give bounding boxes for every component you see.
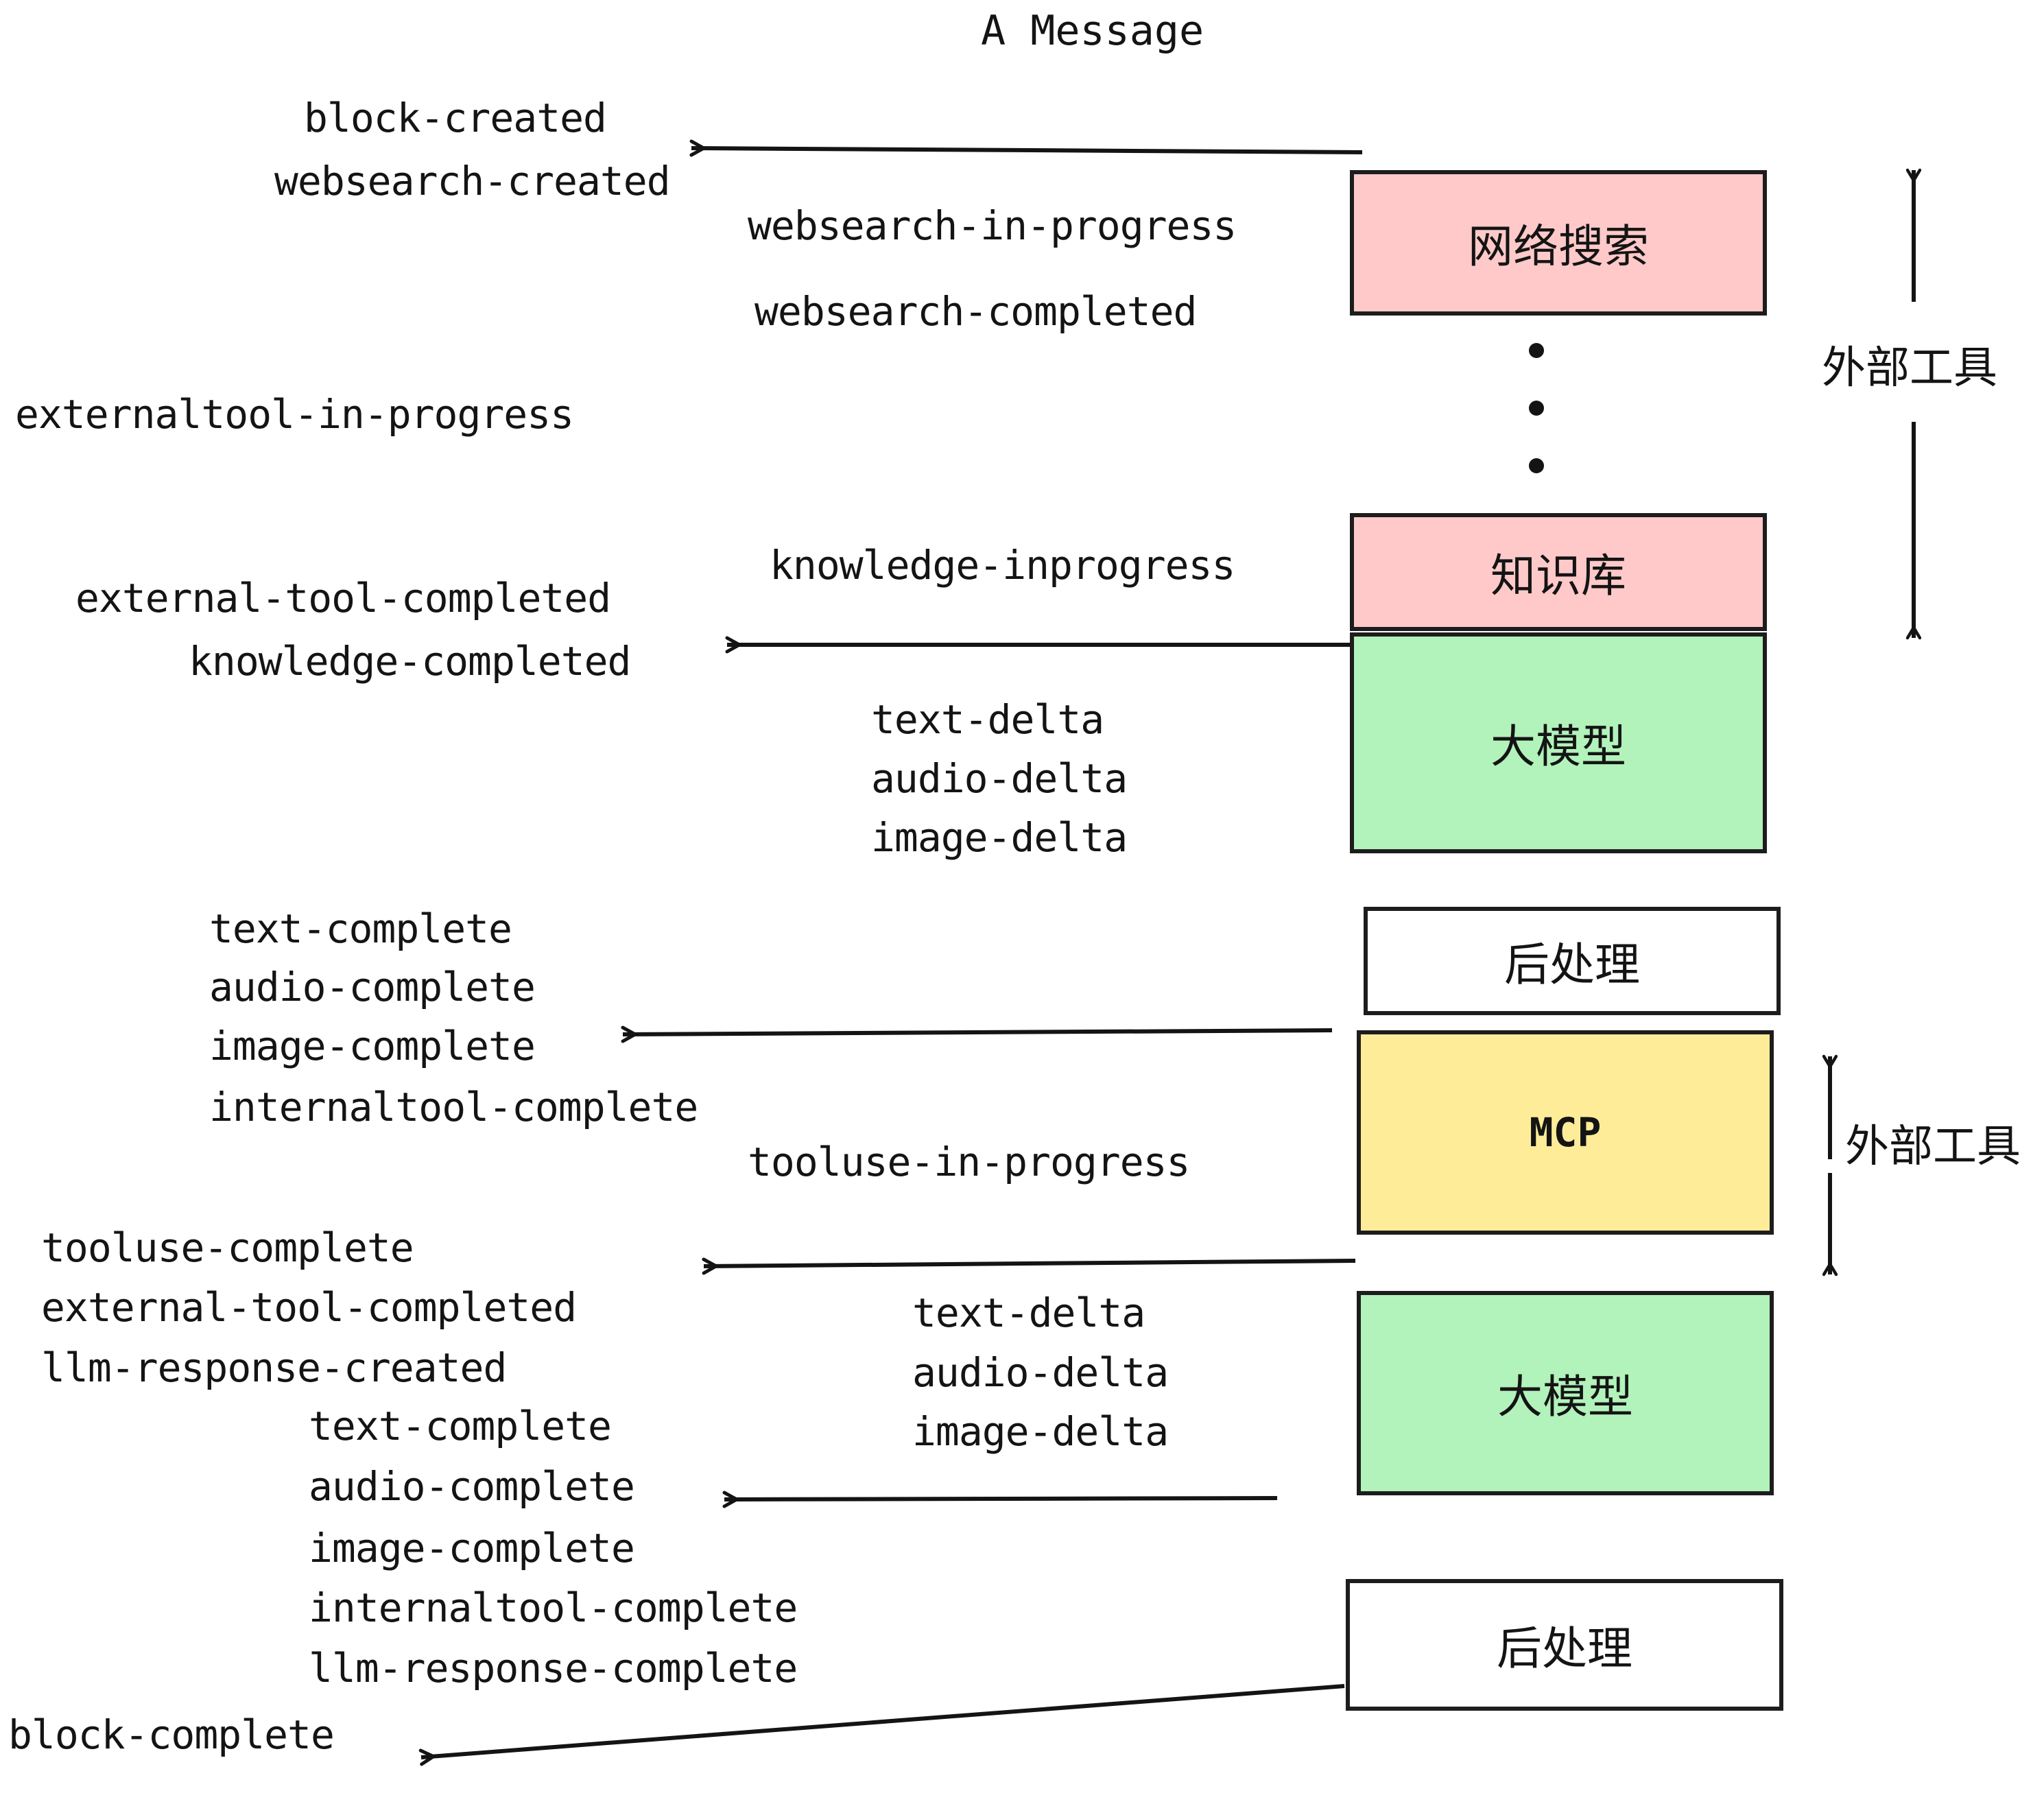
event-image-complete-2: image-complete — [309, 1525, 635, 1571]
event-image-complete-1: image-complete — [209, 1023, 536, 1069]
node-llm-1[interactable]: 大模型 — [1350, 632, 1767, 853]
node-postprocess-2-label: 后处理 — [1497, 1622, 1632, 1675]
event-text-delta-2: text-delta — [912, 1290, 1145, 1336]
node-mcp-label: MCP — [1529, 1109, 1602, 1156]
vertical-ellipsis-icon — [1528, 343, 1545, 473]
arrow-mcp-to-tooluse-complete — [702, 1257, 1356, 1275]
event-text-delta-1: text-delta — [871, 696, 1104, 743]
event-block-complete: block-complete — [8, 1711, 335, 1758]
node-knowledge-base-label: 知识库 — [1490, 549, 1626, 602]
node-llm-2-label: 大模型 — [1497, 1370, 1633, 1423]
node-knowledge-base[interactable]: 知识库 — [1350, 513, 1767, 631]
node-postprocess-2[interactable]: 后处理 — [1346, 1579, 1783, 1711]
event-audio-delta-2: audio-delta — [912, 1349, 1169, 1396]
arrow-websearch-to-block-created — [689, 139, 1363, 157]
event-image-delta-2: image-delta — [912, 1408, 1169, 1455]
event-internaltool-complete-2: internaltool-complete — [309, 1585, 798, 1631]
node-web-search-label: 网络搜索 — [1468, 220, 1649, 273]
arrow-llm2-to-audio-complete — [722, 1491, 1278, 1508]
diagram-title: A Message — [981, 7, 1204, 55]
side-label-external-tools-bottom: 外部工具 — [1845, 1121, 2021, 1172]
arrow-postprocess-to-image-complete — [621, 1025, 1333, 1043]
event-externaltool-in-progress: externaltool-in-progress — [15, 391, 574, 438]
node-web-search[interactable]: 网络搜索 — [1350, 170, 1767, 316]
event-llm-response-complete: llm-response-complete — [309, 1645, 798, 1692]
event-llm-response-created: llm-response-created — [41, 1344, 507, 1391]
event-tooluse-in-progress: tooluse-in-progress — [748, 1139, 1190, 1185]
event-websearch-created: websearch-created — [274, 158, 671, 204]
event-image-delta-1: image-delta — [871, 814, 1128, 861]
node-llm-2[interactable]: 大模型 — [1357, 1291, 1774, 1495]
event-audio-complete-1: audio-complete — [209, 964, 536, 1010]
event-external-tool-completed-1: external-tool-completed — [75, 575, 611, 621]
event-audio-complete-2: audio-complete — [309, 1463, 635, 1510]
node-mcp[interactable]: MCP — [1357, 1030, 1774, 1235]
event-websearch-completed: websearch-completed — [754, 288, 1197, 335]
event-external-tool-completed-2: external-tool-completed — [41, 1284, 577, 1331]
event-internaltool-complete-1: internaltool-complete — [209, 1084, 698, 1130]
event-block-created: block-created — [304, 95, 607, 141]
event-websearch-in-progress: websearch-in-progress — [748, 202, 1237, 249]
event-knowledge-inprogress: knowledge-inprogress — [770, 542, 1235, 589]
node-llm-1-label: 大模型 — [1490, 720, 1626, 773]
side-label-external-tools-top: 外部工具 — [1822, 343, 1997, 394]
node-postprocess-1-label: 后处理 — [1504, 938, 1640, 991]
event-tooluse-complete: tooluse-complete — [41, 1224, 414, 1271]
arrow-postprocess2-to-block-complete — [418, 1684, 1345, 1766]
event-text-complete-1: text-complete — [209, 905, 512, 952]
event-audio-delta-1: audio-delta — [871, 755, 1128, 802]
event-text-complete-2: text-complete — [309, 1403, 612, 1449]
node-postprocess-1[interactable]: 后处理 — [1364, 907, 1781, 1015]
event-knowledge-completed: knowledge-completed — [189, 638, 631, 685]
